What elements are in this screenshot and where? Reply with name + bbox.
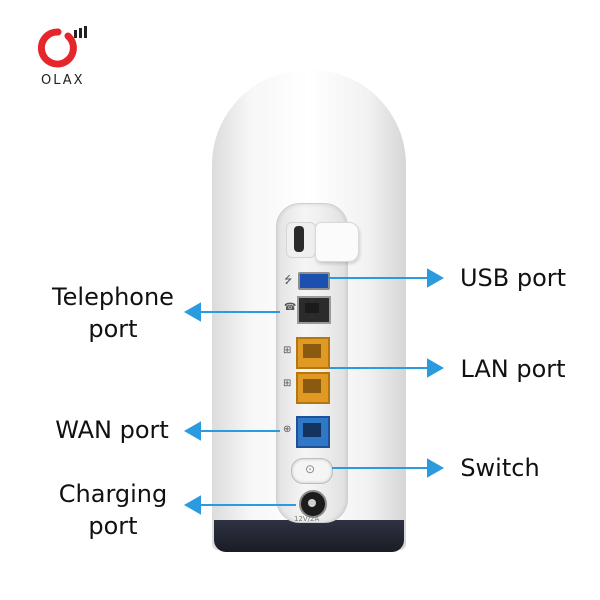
telephone-port-label: Telephone port [49,281,177,345]
olax-logo [37,26,87,68]
charging-port-label-line1: Charging [58,480,168,508]
telephone-port-label-line1: Telephone [52,283,174,311]
lan-icon: ⊞ [283,378,292,389]
wan-port-hole [303,423,321,437]
usb-callout-arrowhead [427,268,445,288]
charging-port-label: Charging port [55,478,171,542]
dc-rating-label: 12V/2A [294,515,320,523]
power-icon: ⊙ [305,462,316,476]
lan-port-1-hole [303,344,321,358]
power-switch [291,458,333,484]
sim-cover [315,222,359,262]
lan-icon: ⊞ [283,345,292,356]
usb-icon: ⭍ [284,275,293,286]
globe-icon: ⊕ [283,424,292,435]
telephone-callout-arrowhead [183,302,201,322]
usb-port [298,272,330,290]
wan-callout-arrowhead [183,421,201,441]
lan-port-2-hole [303,379,321,393]
charging-port-label-line2: port [88,512,138,540]
usb-port-label: USB port [459,264,567,292]
wan-port-label: WAN port [55,416,169,444]
sim-slot-pin [294,226,304,252]
lan-callout-arrowhead [427,358,445,378]
router-base [214,520,404,552]
brand-name: OLAX [41,73,85,88]
charging-callout-arrowhead [183,495,201,515]
telephone-port-hole [305,303,319,313]
lan-port-label: LAN port [460,355,566,383]
switch-callout-arrowhead [427,458,445,478]
phone-icon: ☎ [284,302,297,313]
switch-label: Switch [460,454,540,482]
telephone-port-label-line2: port [88,315,138,343]
charging-port-pin [308,499,316,507]
